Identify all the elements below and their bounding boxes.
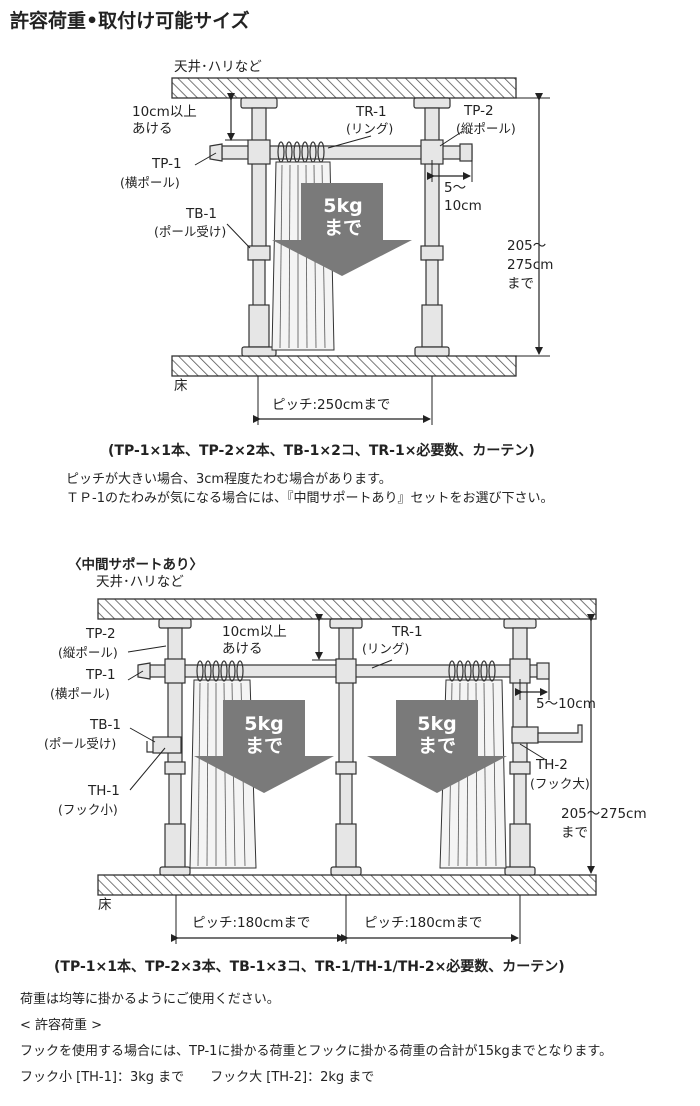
note2-line2: < 許容荷重 >: [20, 1018, 103, 1033]
tb1-label: TB-1: [186, 206, 217, 222]
ceiling-slab-2: [97, 598, 597, 620]
tr1-label-2: TR-1: [392, 624, 423, 640]
tb1-sublabel-2: (ポール受け): [44, 736, 117, 751]
pitch-label: ピッチ:250cmまで: [272, 397, 391, 413]
height-label-line2: 275cm: [507, 257, 554, 273]
tp2-sublabel-2: (縦ポール): [58, 645, 118, 660]
load-arrow-right: [367, 700, 507, 793]
weight-label: 5kg: [323, 195, 363, 217]
weight-left-label: 5kg: [244, 713, 284, 735]
gap-label-2-line2: あける: [222, 641, 263, 657]
note2-line1: 荷重は均等に掛かるようにご使用ください。: [20, 992, 280, 1007]
tp1-label: TP-1: [152, 156, 182, 172]
tp1-sublabel: (横ポール): [120, 175, 180, 190]
th1-label: TH-1: [88, 783, 120, 799]
note2-line3: フックを使用する場合には、TP-1に掛かる荷重とフックに掛かる荷重の合計が15k…: [20, 1044, 613, 1059]
floor-label: 床: [174, 378, 188, 394]
gap-label-line1: 10cm以上: [132, 104, 197, 120]
pole-c: [503, 618, 537, 876]
tp2-label-2: TP-2: [86, 626, 116, 642]
left-pole: [240, 97, 278, 357]
load-arrow: [272, 183, 412, 276]
tp1-sublabel-2: (横ポール): [50, 686, 110, 701]
diagram2-structure: [97, 598, 597, 944]
tr1-label: TR-1: [356, 104, 387, 120]
right-pole: [413, 97, 451, 357]
weight-left-sublabel: まで: [244, 735, 283, 757]
load-arrow-left: [194, 700, 334, 793]
height-label-2-line2: まで: [561, 825, 588, 841]
tb1-label-2: TB-1: [90, 717, 121, 733]
tp2-sublabel: (縦ポール): [456, 121, 516, 136]
tr1-sublabel: (リング): [346, 121, 394, 136]
hook-small: [146, 736, 182, 754]
offset-label-line2: 10cm: [444, 198, 482, 214]
section-heading: 〈中間サポートあり〉: [68, 557, 203, 573]
weight-sublabel: まで: [323, 217, 362, 239]
hook-large: [511, 724, 583, 744]
tr1-sublabel-2: (リング): [362, 641, 410, 656]
parts-list-2: (TP-1×1本、TP-2×3本、TB-1×3コ、TR-1/TH-1/TH-2×…: [54, 959, 565, 975]
gap-label-line2: あける: [132, 121, 173, 137]
weight-right-sublabel: まで: [417, 735, 456, 757]
th2-sublabel: (フック大): [530, 776, 590, 791]
pole-b: [329, 618, 363, 876]
floor-slab-2: [97, 874, 597, 896]
offset-label-2: 5〜10cm: [536, 696, 596, 712]
height-label-line3: まで: [507, 276, 534, 292]
ceiling-slab: [171, 77, 517, 99]
note2-line4: フック小 [TH-1]：3kg まで フック大 [TH-2]：2kg まで: [20, 1070, 375, 1085]
page-title: 許容荷重•取付け可能サイズ: [10, 10, 250, 32]
gap-label-2-line1: 10cm以上: [222, 624, 287, 640]
pole-a: [158, 618, 192, 876]
ceiling-label: 天井･ハリなど: [174, 59, 262, 75]
parts-list: (TP-1×1本、TP-2×2本、TB-1×2コ、TR-1×必要数、カーテン): [108, 443, 535, 459]
tb1-sublabel: (ポール受け): [154, 224, 227, 239]
weight-right-label: 5kg: [417, 713, 457, 735]
height-label-line1: 205〜: [507, 238, 547, 254]
th1-sublabel: (フック小): [58, 802, 118, 817]
diagram1-structure: [171, 77, 550, 425]
ceiling-label-2: 天井･ハリなど: [96, 574, 184, 590]
th2-label: TH-2: [536, 757, 568, 773]
offset-label-line1: 5〜: [444, 180, 467, 196]
height-label-2-line1: 205〜275cm: [561, 806, 647, 822]
floor-slab: [171, 355, 517, 377]
tp2-label: TP-2: [464, 103, 494, 119]
note-line2: ＴＰ-1のたわみが気になる場合には、『中間サポートあり』セットをお選び下さい。: [66, 491, 554, 506]
pitch-right-label: ピッチ:180cmまで: [364, 915, 483, 931]
floor-label-2: 床: [98, 897, 112, 913]
tp1-label-2: TP-1: [86, 667, 116, 683]
pitch-left-label: ピッチ:180cmまで: [192, 915, 311, 931]
note-line1: ピッチが大きい場合、3cm程度たわむ場合があります。: [66, 472, 392, 487]
